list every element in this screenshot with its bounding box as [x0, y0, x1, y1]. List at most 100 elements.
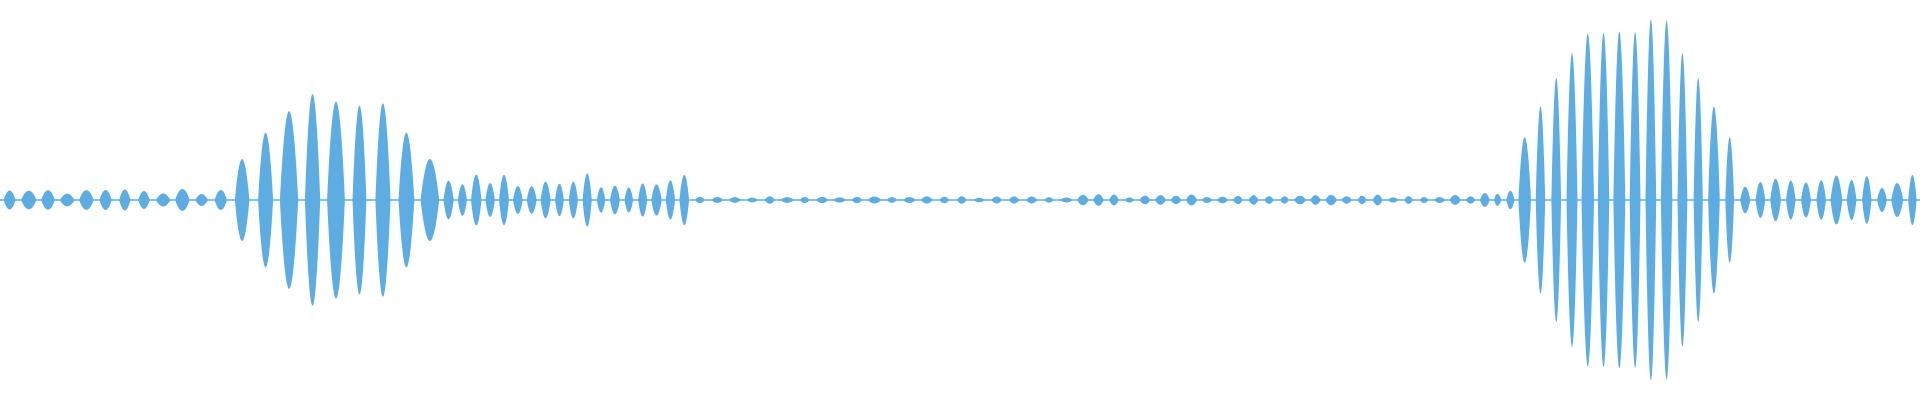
waveform-pulse [119, 189, 131, 211]
waveform-pulse [457, 184, 467, 216]
waveform-pulse [1008, 196, 1020, 204]
waveform-pulse [1479, 193, 1490, 207]
waveform-pulse [555, 183, 564, 217]
waveform-pulse [1419, 196, 1429, 204]
waveform-pulse [279, 111, 299, 289]
waveform-pulse [1862, 176, 1872, 224]
waveform-pulse [1535, 106, 1546, 294]
waveform-pulse [1404, 196, 1414, 204]
waveform-pulse [1693, 77, 1703, 323]
waveform-pulse [1908, 174, 1917, 226]
waveform-pulse [833, 197, 847, 203]
waveform-pulse [1372, 194, 1383, 206]
waveform-pulse [1233, 195, 1243, 205]
waveform-pulse [956, 196, 967, 204]
waveform-pulse [499, 174, 509, 226]
waveform-pulse [1109, 194, 1119, 206]
waveform-pulse [1708, 106, 1720, 294]
waveform-pulse [21, 190, 37, 210]
waveform-pulse [1060, 197, 1073, 203]
waveform-pulse [1581, 33, 1594, 367]
waveform-pulse [1755, 182, 1766, 218]
waveform-pulse [1025, 196, 1038, 204]
waveform-pulse [1139, 195, 1151, 205]
waveform-pulse [1387, 197, 1399, 203]
waveform-pulse [851, 196, 863, 204]
waveform-pulse [1613, 31, 1626, 369]
waveform-pulse [398, 132, 415, 268]
waveform-pulse [540, 181, 551, 219]
waveform-pulse [304, 94, 321, 306]
waveform-pulse [1310, 195, 1321, 205]
waveform-pulse [1293, 195, 1307, 205]
waveform-pulse [746, 197, 759, 203]
waveform-pulse [582, 173, 592, 227]
waveform-pulse [1325, 194, 1337, 206]
waveform-pulse [234, 159, 250, 241]
waveform-pulse [1280, 196, 1289, 204]
waveform-pulse [1248, 195, 1259, 205]
waveform-pulse [195, 194, 208, 206]
waveform-pulse [1645, 19, 1657, 381]
waveform-pulse [59, 193, 75, 207]
waveform-pulse [471, 174, 482, 226]
waveform-pulse [1341, 196, 1352, 204]
waveform-pulse [513, 186, 523, 214]
waveform-pulse [420, 159, 440, 241]
waveform-pulse [596, 187, 606, 213]
waveform-pulse [939, 196, 950, 204]
waveform-pulse [665, 180, 676, 220]
waveform-pulse [1740, 186, 1751, 214]
waveform-pulse [886, 197, 898, 203]
waveform-pulse [610, 185, 620, 215]
waveform-pulse [1044, 197, 1054, 203]
waveform-pulse [214, 190, 227, 210]
waveform-pulse [799, 196, 810, 204]
waveform-pulse [1725, 137, 1735, 263]
waveform-pulse [1264, 196, 1274, 204]
waveform-pulse [1660, 20, 1673, 380]
waveform-pulse [711, 197, 724, 203]
waveform-pulse [1770, 178, 1781, 222]
waveform-pulses [3, 19, 1917, 381]
waveform-pulse [1201, 196, 1213, 204]
waveform-pulse [1124, 197, 1135, 203]
waveform-pulse [568, 181, 578, 219]
waveform-pulse [651, 184, 662, 216]
waveform-pulse [99, 189, 112, 211]
waveform-pulse [41, 190, 55, 210]
waveform-pulse [138, 190, 150, 210]
waveform-pulse [638, 183, 648, 217]
waveform-pulse [258, 132, 274, 268]
waveform-pulse [1216, 196, 1229, 204]
waveform-pulse [1506, 190, 1515, 210]
waveform-pulse [3, 190, 16, 210]
waveform-pulse [352, 105, 367, 295]
waveform-pulse [526, 186, 537, 214]
waveform-pulse [1786, 180, 1796, 220]
waveform-pulse [1846, 179, 1857, 221]
waveform-pulse [1677, 53, 1688, 347]
waveform-pulse [485, 183, 495, 217]
waveform-pulse [327, 101, 345, 299]
waveform-pulse [1077, 194, 1089, 206]
waveform-pulse [1170, 195, 1182, 205]
waveform-pulse [1518, 137, 1531, 263]
waveform-pulse [867, 196, 882, 204]
waveform-pulse [920, 196, 933, 204]
waveform-pulse [156, 193, 171, 207]
waveform-pulse [79, 190, 94, 210]
waveform-pulse [1185, 194, 1198, 206]
waveform-pulse [443, 180, 454, 220]
waveform-pulse [175, 189, 190, 211]
waveform-pulse [815, 196, 829, 204]
waveform-pulse [1551, 77, 1562, 323]
waveform-pulse [903, 197, 916, 203]
waveform-pulse [764, 196, 775, 204]
waveform-pulse [1449, 195, 1461, 205]
waveform-pulse [1154, 195, 1167, 205]
waveform-pulse [695, 196, 705, 204]
waveform-pulse [1466, 196, 1476, 204]
waveform-pulse [1877, 187, 1887, 213]
waveform-pulse [780, 197, 794, 203]
